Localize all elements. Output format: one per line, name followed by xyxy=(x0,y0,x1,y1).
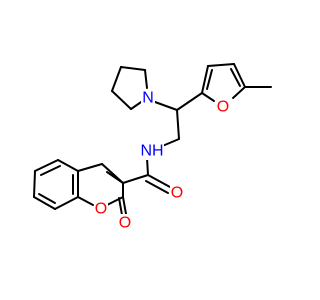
bond xyxy=(120,66,146,71)
atom-label: O xyxy=(217,99,229,116)
bond xyxy=(176,109,180,140)
bond xyxy=(106,171,124,184)
bond xyxy=(38,193,56,204)
atom-o-carbonyl: O xyxy=(170,184,184,202)
bond xyxy=(232,86,246,99)
bond xyxy=(201,65,209,94)
bond xyxy=(111,90,132,110)
bond xyxy=(122,174,149,184)
atom-o-furan: O xyxy=(216,98,230,116)
bond xyxy=(77,196,94,206)
bond xyxy=(147,174,171,188)
atom-label: N xyxy=(142,90,154,107)
bond xyxy=(144,69,148,89)
bond xyxy=(122,196,127,215)
bond xyxy=(176,92,203,111)
bond xyxy=(145,180,169,194)
bond xyxy=(40,165,61,176)
bond xyxy=(118,197,123,216)
atom-label: O xyxy=(171,185,183,202)
bond xyxy=(106,196,124,206)
bond-lines xyxy=(33,63,272,216)
atom-label: O xyxy=(95,201,107,218)
bond xyxy=(33,170,36,198)
bond xyxy=(201,92,215,102)
atom-nh-amide: NH xyxy=(140,142,164,160)
bond xyxy=(233,63,246,88)
bond xyxy=(111,66,122,92)
atom-n-pyrrolidine: N xyxy=(141,89,155,107)
atom-labels: N O NH O O O xyxy=(94,89,230,232)
bond xyxy=(146,157,149,176)
bond xyxy=(34,159,59,172)
atom-label: NH xyxy=(140,143,163,160)
bond xyxy=(206,69,213,90)
bond xyxy=(77,163,103,172)
molecule-structure: N O NH O O O xyxy=(33,63,272,232)
bond xyxy=(57,159,79,172)
bond xyxy=(154,101,178,111)
atom-o-lactone: O xyxy=(118,214,132,232)
bond xyxy=(230,68,241,87)
bond xyxy=(207,63,235,67)
atom-o-ring: O xyxy=(94,200,108,218)
atom-label: O xyxy=(119,215,131,232)
bond xyxy=(33,196,56,210)
bond xyxy=(54,196,79,210)
